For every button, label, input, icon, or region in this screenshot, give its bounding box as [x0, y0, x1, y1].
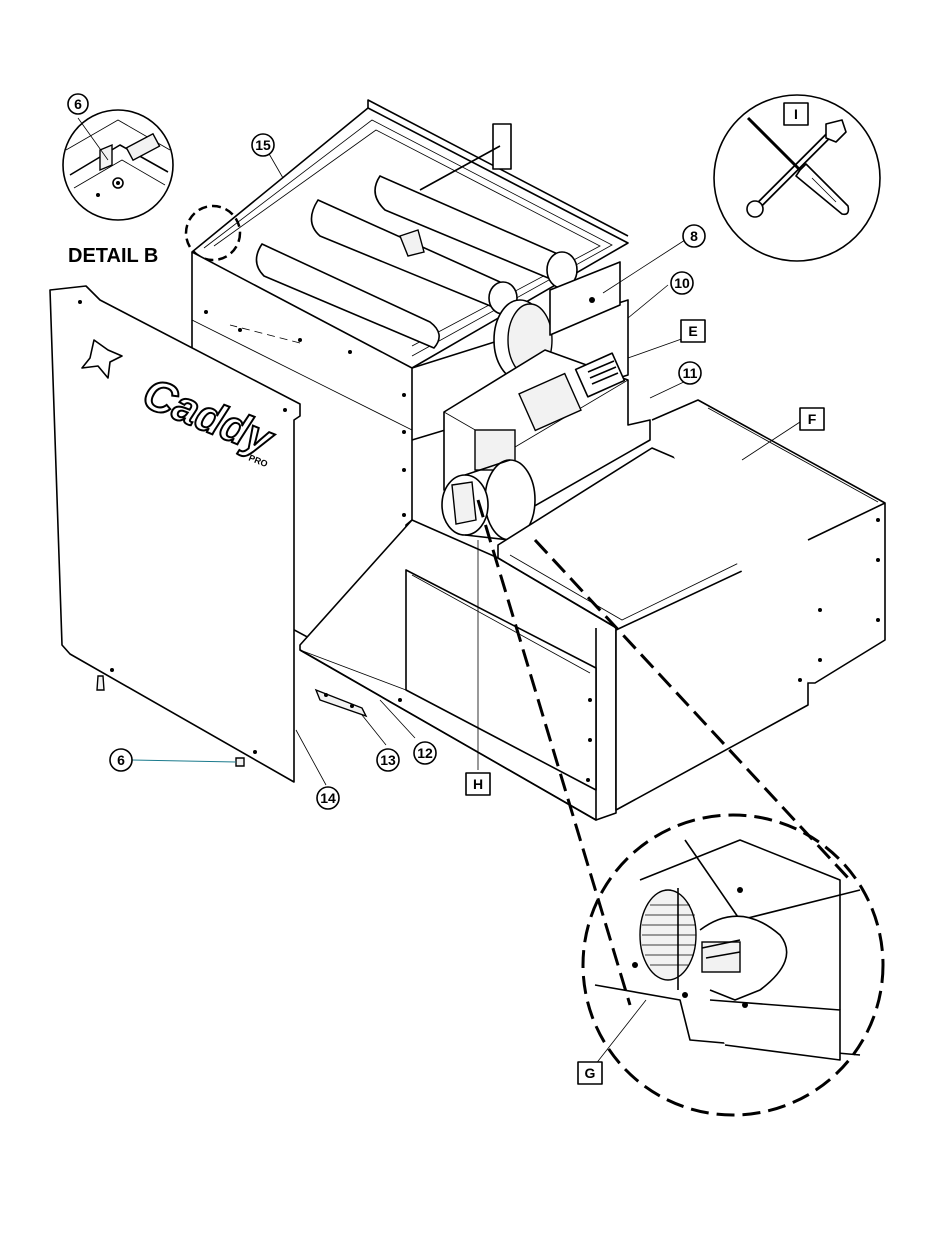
tag-H-label: H — [473, 776, 483, 792]
callout-14: 14 — [317, 787, 339, 809]
tag-G-label: G — [585, 1065, 596, 1081]
tag-F: F — [800, 408, 824, 430]
tools-badge: I — [714, 95, 880, 261]
tag-F-label: F — [808, 411, 817, 427]
callout-12-label: 12 — [417, 745, 433, 761]
tag-E-label: E — [688, 323, 697, 339]
tools-badge-label: I — [794, 106, 798, 122]
callout-15-label: 15 — [255, 137, 271, 153]
callout-13-label: 13 — [380, 752, 396, 768]
detail-b-inset: 6 DETAIL B — [63, 94, 173, 267]
callout-14-label: 14 — [320, 790, 336, 806]
tag-G: G — [578, 1062, 602, 1084]
callout-15: 15 — [252, 134, 274, 156]
callout-8: 8 — [683, 225, 705, 247]
callout-10-label: 10 — [674, 275, 690, 291]
callout-10: 10 — [671, 272, 693, 294]
detail-b-title: DETAIL B — [68, 245, 158, 267]
callout-6-lower: 6 — [110, 749, 132, 771]
callout-6-lower-label: 6 — [117, 752, 125, 768]
callout-11-label: 11 — [683, 365, 698, 381]
tag-H: H — [466, 773, 490, 795]
callout-11: 11 — [679, 362, 701, 384]
callout-8-label: 8 — [690, 228, 698, 244]
callout-13: 13 — [377, 749, 399, 771]
callout-12: 12 — [414, 742, 436, 764]
callout-6-detail-label: 6 — [74, 96, 82, 112]
tag-E: E — [681, 320, 705, 342]
